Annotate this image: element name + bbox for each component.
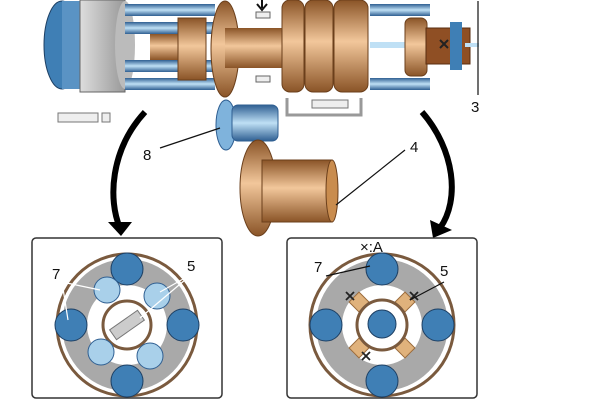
gear-4 [239, 139, 339, 237]
label-3: 3 [471, 99, 479, 116]
arrow-left-curve [110, 109, 148, 230]
label-7-left: 7 [52, 266, 60, 283]
cross-section-left: 7 5 [31, 237, 223, 399]
arrow-right-curve [419, 110, 455, 230]
label-5-left: 5 [187, 258, 195, 275]
label-7-right: 7 [314, 259, 322, 276]
label-5-right: 5 [440, 263, 448, 280]
main-gear-assembly [43, 0, 479, 123]
cross-mark-icon [439, 39, 449, 49]
arrow-head-right-icon [430, 220, 452, 238]
cross-marks-icon [345, 291, 419, 361]
arrow-head-left-icon [108, 222, 132, 236]
arrow-down-icon [256, 0, 268, 12]
gear-8 [215, 99, 279, 151]
label-8: 8 [143, 147, 151, 164]
leader-line-8 [159, 127, 221, 149]
leader-lines-right [325, 265, 445, 301]
label-4: 4 [410, 139, 418, 156]
cross-section-right: ×:A 7 5 [286, 237, 478, 399]
leader-line-4 [335, 149, 406, 206]
caption-x-a: ×:A [360, 239, 383, 256]
